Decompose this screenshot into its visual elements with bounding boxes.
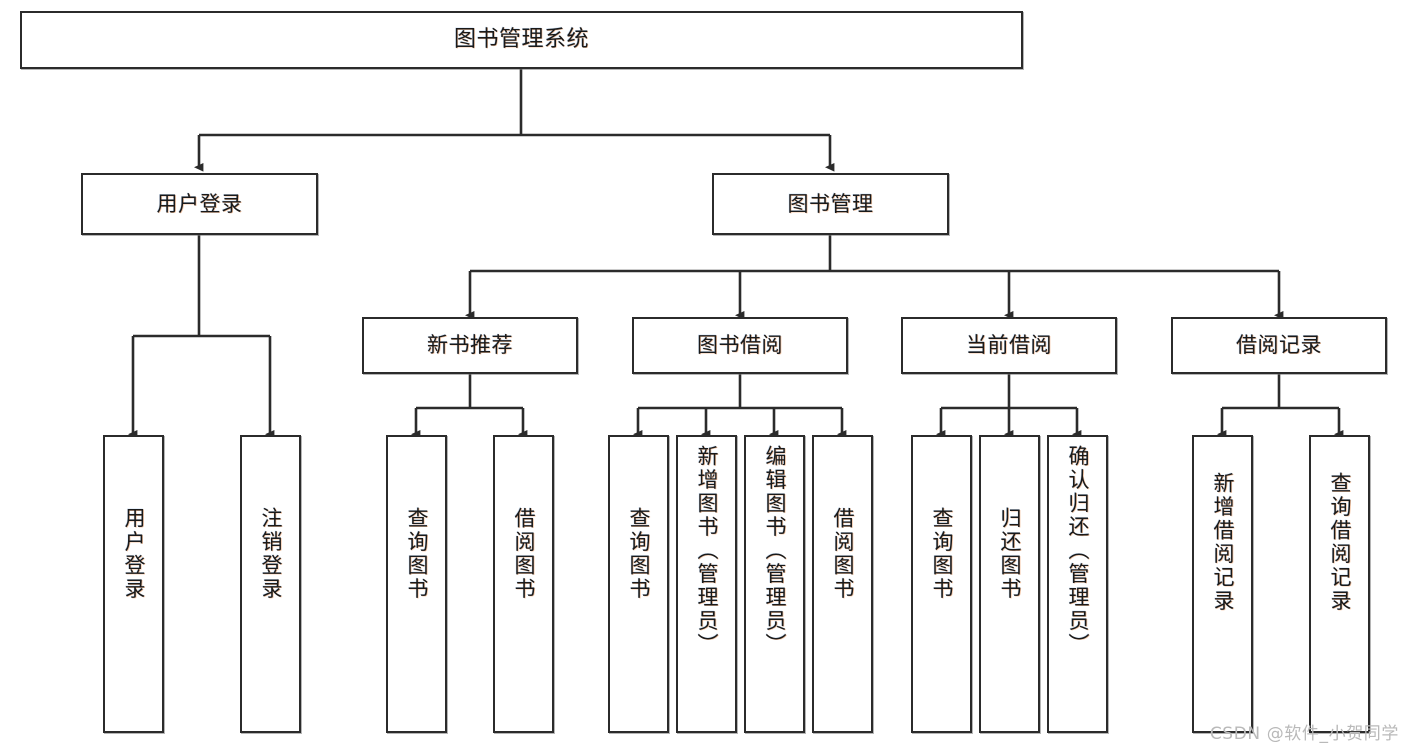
node-label: 注销登录 xyxy=(259,507,283,601)
node-borrow-record[interactable]: 借阅记录 xyxy=(1171,317,1387,374)
csdn-watermark: CSDN @软件_小贺同学 xyxy=(1209,724,1399,744)
node-label: 归还图书 xyxy=(998,507,1022,601)
node-label: 查询借阅记录 xyxy=(1328,472,1352,613)
node-label: 编辑图书（管理员） xyxy=(763,445,787,657)
leaf-new-book-query-book[interactable]: 查询图书 xyxy=(386,435,447,733)
node-user-login[interactable]: 用户登录 xyxy=(81,173,318,235)
node-label: 借阅图书 xyxy=(831,507,855,601)
node-current-borrow[interactable]: 当前借阅 xyxy=(901,317,1117,374)
node-label: 确认归还（管理员） xyxy=(1066,445,1090,657)
node-label: 查询图书 xyxy=(930,507,954,601)
leaf-book-borrow-borrow-book[interactable]: 借阅图书 xyxy=(812,435,873,733)
node-label: 查询图书 xyxy=(405,507,429,601)
leaf-book-borrow-query-book[interactable]: 查询图书 xyxy=(608,435,669,733)
leaf-new-book-borrow-book[interactable]: 借阅图书 xyxy=(493,435,554,733)
node-new-book-recommend[interactable]: 新书推荐 xyxy=(362,317,578,374)
node-label: 新书推荐 xyxy=(427,333,513,358)
leaf-borrow-record-query-record[interactable]: 查询借阅记录 xyxy=(1309,435,1370,733)
leaf-book-borrow-add-book-admin[interactable]: 新增图书（管理员） xyxy=(676,435,737,733)
node-label: 借阅记录 xyxy=(1236,333,1322,358)
leaf-user-login-login[interactable]: 用户登录 xyxy=(103,435,164,733)
node-label: 当前借阅 xyxy=(966,333,1052,358)
node-label: 查询图书 xyxy=(627,507,651,601)
node-label: 用户登录 xyxy=(156,191,243,216)
leaf-user-login-logout[interactable]: 注销登录 xyxy=(240,435,301,733)
node-book-borrow[interactable]: 图书借阅 xyxy=(632,317,848,374)
node-label: 用户登录 xyxy=(122,507,146,601)
node-label: 图书借阅 xyxy=(697,333,783,358)
node-root-book-management-system[interactable]: 图书管理系统 xyxy=(20,11,1023,69)
leaf-borrow-record-add-record[interactable]: 新增借阅记录 xyxy=(1192,435,1253,733)
node-label: 图书管理系统 xyxy=(453,26,589,52)
node-label: 新增图书（管理员） xyxy=(695,445,719,657)
leaf-current-borrow-query-book[interactable]: 查询图书 xyxy=(911,435,972,733)
leaf-book-borrow-edit-book-admin[interactable]: 编辑图书（管理员） xyxy=(744,435,805,733)
node-label: 借阅图书 xyxy=(512,507,536,601)
leaf-current-borrow-confirm-return-admin[interactable]: 确认归还（管理员） xyxy=(1047,435,1108,733)
node-book-management[interactable]: 图书管理 xyxy=(712,173,949,235)
node-label: 图书管理 xyxy=(787,191,874,216)
leaf-current-borrow-return-book[interactable]: 归还图书 xyxy=(979,435,1040,733)
node-label: 新增借阅记录 xyxy=(1211,472,1235,613)
